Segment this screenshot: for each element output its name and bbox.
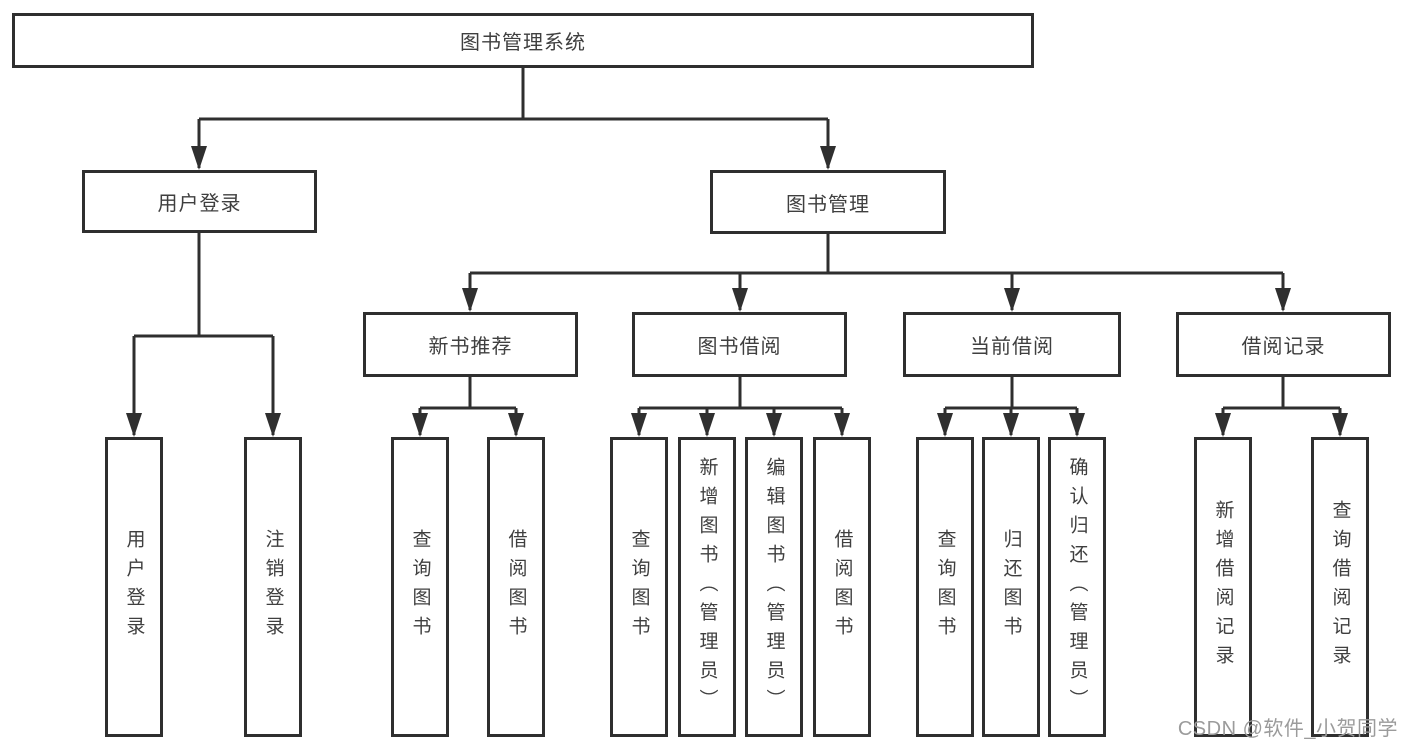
leaf-borrow-book: 借阅图书	[813, 437, 871, 737]
leaf-confirm-return-admin: 确认归还（管理员）	[1048, 437, 1106, 737]
leaf-logout-login: 注销登录	[244, 437, 302, 737]
leaf-add-borrow-record: 新增借阅记录	[1194, 437, 1252, 737]
leaf-return-book: 归还图书	[982, 437, 1040, 737]
node-root-system: 图书管理系统	[12, 13, 1034, 68]
node-borrow-records: 借阅记录	[1176, 312, 1391, 377]
leaf-query-book-recommend: 查询图书	[391, 437, 449, 737]
node-current-borrow: 当前借阅	[903, 312, 1121, 377]
arrowheads	[126, 146, 1348, 437]
leaf-borrow-book-recommend: 借阅图书	[487, 437, 545, 737]
leaf-edit-book-admin: 编辑图书（管理员）	[745, 437, 803, 737]
node-book-management: 图书管理	[710, 170, 946, 234]
node-book-borrow: 图书借阅	[632, 312, 847, 377]
leaf-query-book-borrow: 查询图书	[610, 437, 668, 737]
leaf-query-borrow-record: 查询借阅记录	[1311, 437, 1369, 737]
csdn-watermark: CSDN @软件_小贺同学	[1177, 718, 1398, 740]
node-user-login: 用户登录	[82, 170, 317, 233]
leaf-query-book-current: 查询图书	[916, 437, 974, 737]
leaf-user-login: 用户登录	[105, 437, 163, 737]
node-new-book-recommend: 新书推荐	[363, 312, 578, 377]
leaf-add-book-admin: 新增图书（管理员）	[678, 437, 736, 737]
